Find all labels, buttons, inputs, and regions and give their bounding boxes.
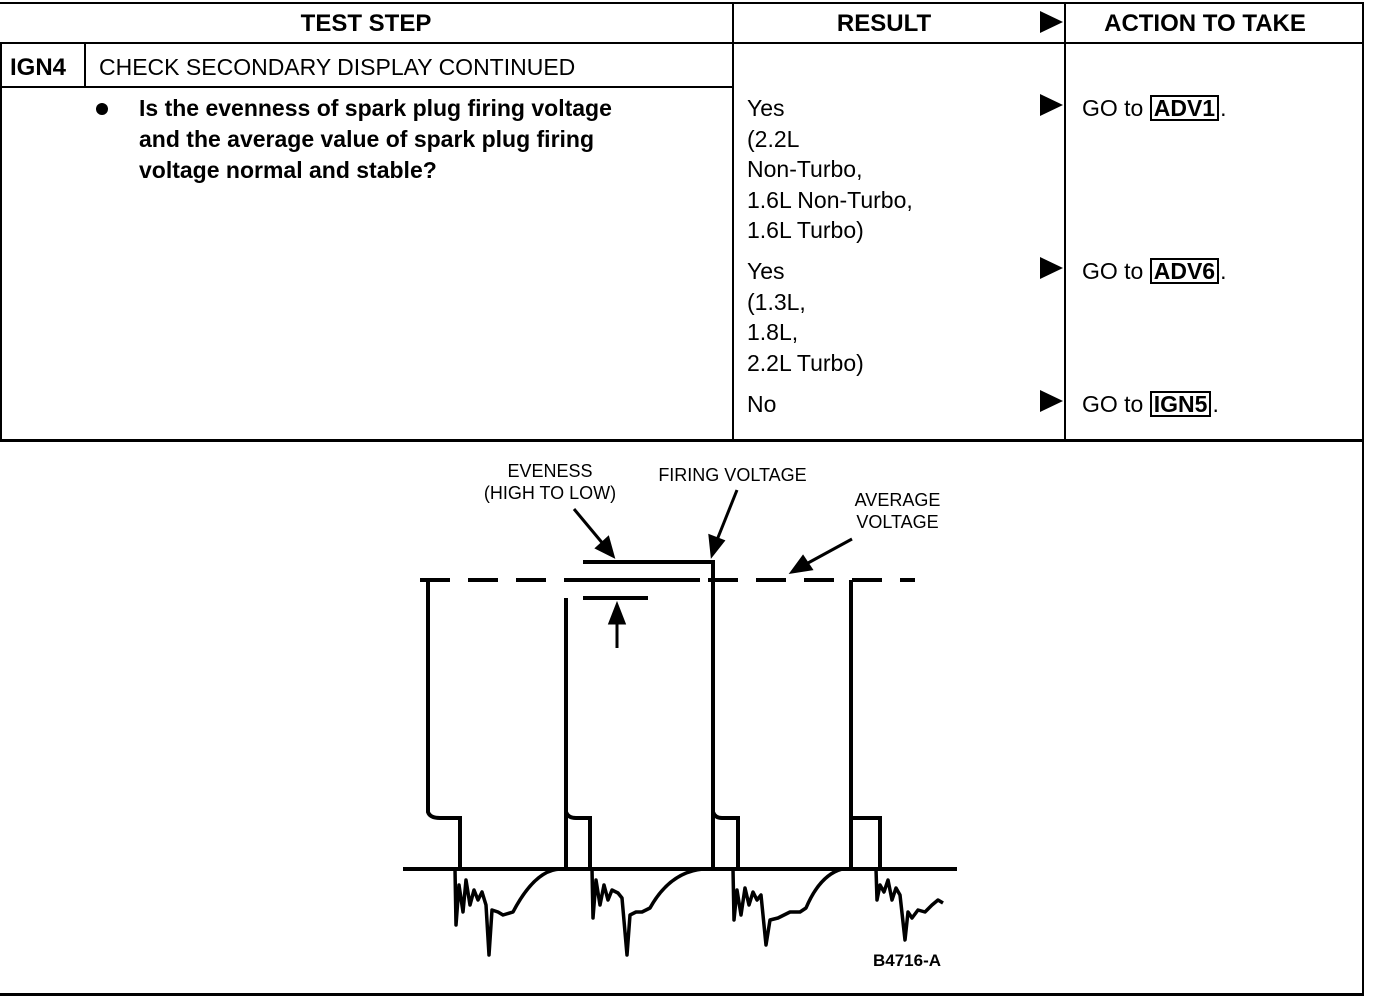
waveform-cylinder-2 [564,598,592,869]
header-action: ACTION TO TAKE [1104,10,1306,37]
action-suffix: . [1220,95,1227,121]
result-arrow-icon [1040,257,1063,279]
bullet-icon [96,103,108,115]
ringing-2 [590,867,704,957]
step-question: Is the evenness of spark plug firing vol… [139,95,612,183]
result-no: No [747,391,777,417]
result-arrow-icon [1040,94,1063,116]
ringing-1 [453,867,561,957]
ringing-4 [874,868,944,942]
header-result: RESULT [836,10,932,37]
action-prefix: GO to [1082,391,1144,417]
action-2: GO to ADV6. [1082,256,1227,287]
evenness-up-arrowhead [607,600,627,625]
label-firing-voltage: FIRING VOLTAGE [658,465,807,485]
action-ref-adv1: ADV1 [1149,95,1220,121]
action-3: GO to IGN5. [1082,389,1219,420]
average-arrowhead [788,554,814,575]
waveform-cylinder-4 [849,580,882,869]
figure-id: B4716-A [872,951,942,970]
action-ref-ign5: IGN5 [1149,391,1212,417]
action-ref-adv6: ADV6 [1149,258,1220,284]
waveform-cylinder-3 [583,560,740,869]
evenness-arrowhead [594,535,616,559]
header-test-step: TEST STEP [300,10,432,37]
action-prefix: GO to [1082,95,1144,121]
step-title: CHECK SECONDARY DISPLAY CONTINUED [99,54,576,80]
step-id: IGN4 [10,54,67,81]
result-yes-1: Yes (2.2L Non-Turbo, 1.6L Non-Turbo, 1.6… [747,95,913,243]
waveform-cylinder-1 [426,580,462,869]
action-prefix: GO to [1082,258,1144,284]
firing-arrowhead [708,533,726,559]
label-evenness: EVENESS (HIGH TO LOW) [483,461,617,503]
action-suffix: . [1212,391,1219,417]
result-yes-2: Yes (1.3L, 1.8L, 2.2L Turbo) [747,258,864,376]
result-arrow-icon [1040,390,1063,412]
ringing-3 [731,867,843,947]
label-average-voltage: AVERAGE VOLTAGE [854,490,941,532]
action-1: GO to ADV1. [1082,93,1227,124]
header-arrow-icon [1040,11,1063,33]
action-suffix: . [1220,258,1227,284]
